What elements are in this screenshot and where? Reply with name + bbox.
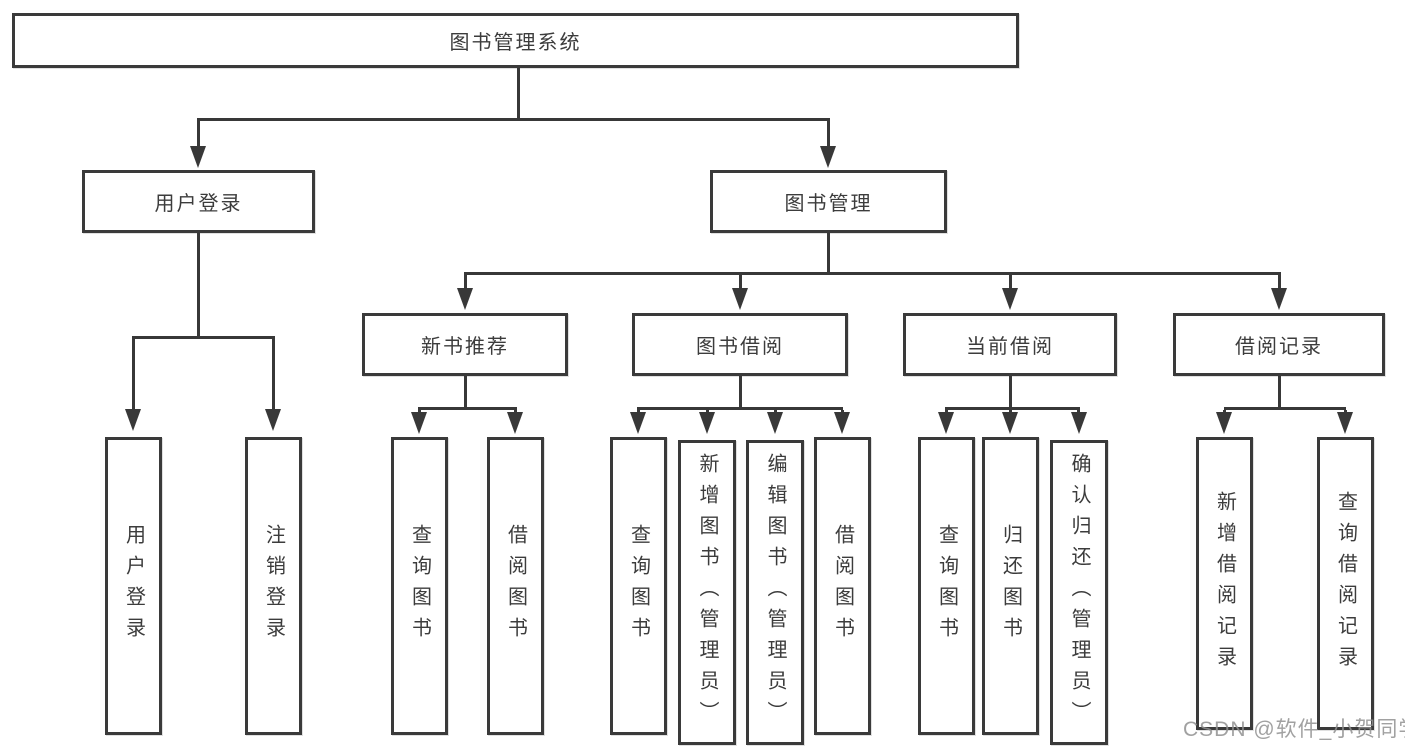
leaf-return-books: 归还图书 <box>982 437 1039 735</box>
connector-drop-leaf-login <box>132 339 135 410</box>
connector-current-borrow-vertical <box>1009 376 1012 407</box>
leaf-query-books-3-label: 查询图书 <box>935 524 958 648</box>
arrow-down-icon <box>507 412 523 434</box>
connector-borrow-records-vertical <box>1278 376 1281 407</box>
arrow-down-icon <box>1271 288 1287 310</box>
connector-book-borrow-vertical <box>739 376 742 407</box>
connector-drop-current-borrow <box>1009 275 1012 289</box>
connector-drop-borrow-records <box>1278 275 1281 289</box>
leaf-logout: 注销登录 <box>245 437 302 735</box>
node-user-login-label: 用户登录 <box>154 193 243 215</box>
node-current-borrow: 当前借阅 <box>903 313 1117 376</box>
leaf-borrow-books-2: 借阅图书 <box>814 437 871 735</box>
connector-root-vertical <box>517 68 520 121</box>
connector-drop-user-login <box>197 121 200 147</box>
leaf-user-login: 用户登录 <box>105 437 162 735</box>
connector-current-borrow-horizontal <box>945 407 1080 410</box>
leaf-query-books-1: 查询图书 <box>391 437 448 735</box>
csdn-watermark: CSDN @软件_小贺同学 <box>1183 718 1405 741</box>
connector-drop-leaf-logout <box>272 339 275 410</box>
arrow-down-icon <box>411 412 427 434</box>
arrow-down-icon <box>820 146 836 168</box>
leaf-query-books-2: 查询图书 <box>610 437 667 735</box>
connector-book-borrow-horizontal <box>637 407 843 410</box>
arrow-down-icon <box>1002 412 1018 434</box>
leaf-edit-books-admin: 编辑图书（管理员） <box>746 440 804 745</box>
node-borrow-records-label: 借阅记录 <box>1235 336 1323 358</box>
connector-book-mgmt-vertical <box>827 233 830 272</box>
arrow-down-icon <box>457 288 473 310</box>
arrow-down-icon <box>1337 412 1353 434</box>
leaf-borrow-books-1-label: 借阅图书 <box>504 524 527 648</box>
leaf-return-books-label: 归还图书 <box>999 524 1022 648</box>
node-book-mgmt: 图书管理 <box>710 170 947 233</box>
leaf-query-books-2-label: 查询图书 <box>627 524 650 648</box>
node-new-book-rec-label: 新书推荐 <box>421 336 509 358</box>
connector-root-horizontal <box>197 118 830 121</box>
arrow-down-icon <box>125 409 141 431</box>
node-book-borrow: 图书借阅 <box>632 313 848 376</box>
arrow-down-icon <box>767 412 783 434</box>
node-book-borrow-label: 图书借阅 <box>696 336 784 358</box>
leaf-query-borrow-record-label: 查询借阅记录 <box>1334 490 1357 677</box>
leaf-user-login-label: 用户登录 <box>122 524 145 648</box>
leaf-add-books-admin-label: 新增图书（管理员） <box>696 453 718 732</box>
node-user-login: 用户登录 <box>82 170 315 233</box>
leaf-borrow-books-2-label: 借阅图书 <box>831 524 854 648</box>
arrow-down-icon <box>190 146 206 168</box>
arrow-down-icon <box>265 409 281 431</box>
arrow-down-icon <box>1071 412 1087 434</box>
connector-drop-book-borrow <box>739 275 742 289</box>
leaf-borrow-books-1: 借阅图书 <box>487 437 544 735</box>
connector-user-login-horizontal <box>132 336 275 339</box>
node-root-label: 图书管理系统 <box>449 32 582 54</box>
connector-new-book-vertical <box>464 376 467 407</box>
node-current-borrow-label: 当前借阅 <box>966 336 1054 358</box>
leaf-add-borrow-record-label: 新增借阅记录 <box>1213 490 1236 677</box>
connector-new-book-horizontal <box>418 407 517 410</box>
arrow-down-icon <box>1002 288 1018 310</box>
node-book-mgmt-label: 图书管理 <box>784 193 873 215</box>
connector-user-login-vertical <box>197 233 200 336</box>
connector-book-mgmt-horizontal <box>464 272 1281 275</box>
connector-borrow-records-horizontal <box>1224 407 1346 410</box>
leaf-edit-books-admin-label: 编辑图书（管理员） <box>764 453 786 732</box>
leaf-confirm-return-admin-label: 确认归还（管理员） <box>1068 453 1090 732</box>
leaf-query-borrow-record: 查询借阅记录 <box>1317 437 1374 730</box>
node-new-book-rec: 新书推荐 <box>362 313 568 376</box>
node-borrow-records: 借阅记录 <box>1173 313 1385 376</box>
connector-drop-book-mgmt <box>827 121 830 147</box>
arrow-down-icon <box>732 288 748 310</box>
leaf-add-books-admin: 新增图书（管理员） <box>678 440 736 745</box>
leaf-query-books-1-label: 查询图书 <box>408 524 431 648</box>
arrow-down-icon <box>630 412 646 434</box>
leaf-query-books-3: 查询图书 <box>918 437 975 735</box>
arrow-down-icon <box>1216 412 1232 434</box>
node-root: 图书管理系统 <box>12 13 1019 68</box>
leaf-add-borrow-record: 新增借阅记录 <box>1196 437 1253 730</box>
arrow-down-icon <box>834 412 850 434</box>
connector-drop-new-book <box>464 275 467 289</box>
leaf-logout-label: 注销登录 <box>262 524 285 648</box>
leaf-confirm-return-admin: 确认归还（管理员） <box>1050 440 1108 745</box>
arrow-down-icon <box>938 412 954 434</box>
arrow-down-icon <box>699 412 715 434</box>
